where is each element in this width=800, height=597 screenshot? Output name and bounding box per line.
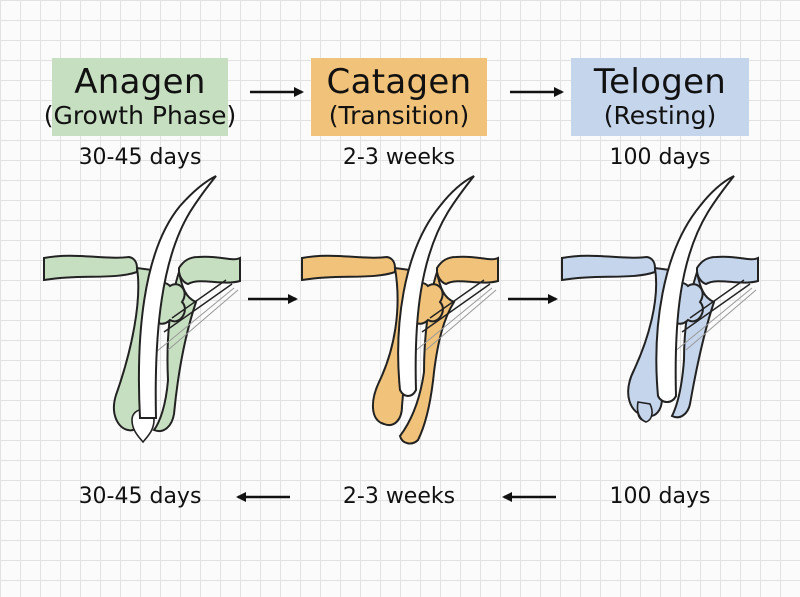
hair-follicle-icon (43, 175, 241, 444)
duration-top-anagen: 30-45 days (78, 145, 202, 170)
phase-label-anagen: Anagen (Growth Phase) (20, 58, 260, 136)
phase-subtitle-telogen: (Resting) (603, 101, 717, 130)
phase-label-catagen: Catagen (Transition) (279, 58, 519, 136)
phase-title-catagen: Catagen (326, 62, 472, 102)
duration-bottom-telogen: 100 days (609, 484, 711, 509)
duration-top-telogen: 100 days (609, 145, 711, 170)
phase-subtitle-catagen: (Transition) (328, 101, 470, 130)
phase-box-anagen (52, 58, 228, 136)
phase-label-telogen: Telogen (Resting) (540, 58, 780, 136)
duration-bottom-catagen: 2-3 weeks (342, 484, 456, 509)
duration-top-catagen: 2-3 weeks (342, 145, 456, 170)
hair-follicle-icon (301, 175, 499, 445)
duration-bottom-anagen: 30-45 days (78, 484, 202, 509)
phase-box-catagen (311, 58, 487, 136)
phase-subtitle-anagen: (Growth Phase) (43, 101, 237, 130)
phase-box-telogen (571, 58, 749, 136)
phase-title-anagen: Anagen (74, 62, 206, 102)
phase-title-telogen: Telogen (593, 62, 727, 102)
hair-follicle-icon (561, 175, 759, 423)
